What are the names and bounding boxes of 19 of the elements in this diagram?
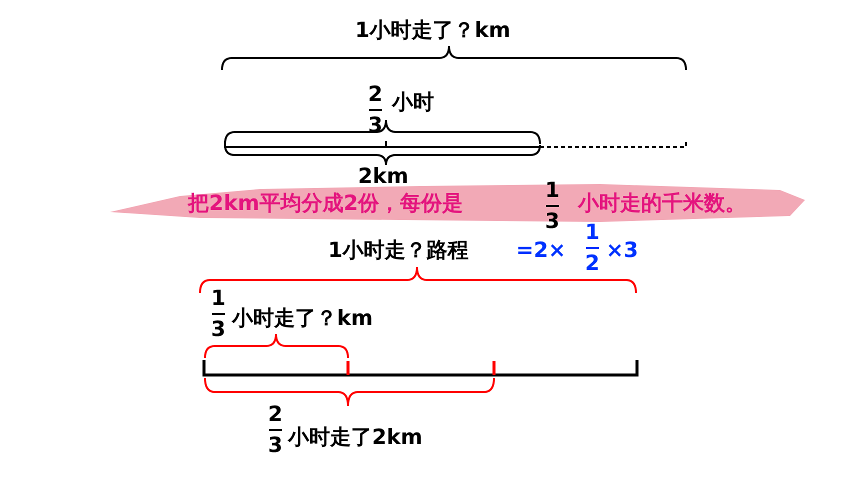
fraction-denominator: 2	[585, 253, 600, 274]
fraction-numerator: 1	[585, 222, 600, 243]
question-label: 1小时走了？km	[355, 20, 510, 41]
fraction-denominator: 3	[545, 211, 560, 232]
time-label: 小时	[392, 92, 434, 113]
hint-text: 小时走的千米数。	[578, 193, 746, 214]
fraction-denominator: 3	[268, 435, 283, 456]
given-label: 小时走了2km	[288, 427, 422, 448]
fraction-denominator: 3	[211, 319, 226, 340]
fraction-numerator: 1	[545, 180, 560, 201]
hint-text: 把2km平均分成2份，每份是	[188, 193, 464, 214]
formula-text: ×3	[606, 240, 638, 261]
formula-text: 1小时走？路程	[328, 240, 469, 261]
formula-text: =2×	[516, 240, 566, 261]
distance-label: 2km	[358, 166, 408, 187]
question-label: 小时走了？km	[232, 308, 373, 329]
fraction-numerator: 2	[368, 84, 383, 105]
fraction-numerator: 1	[211, 288, 226, 309]
fraction-numerator: 2	[268, 404, 283, 425]
